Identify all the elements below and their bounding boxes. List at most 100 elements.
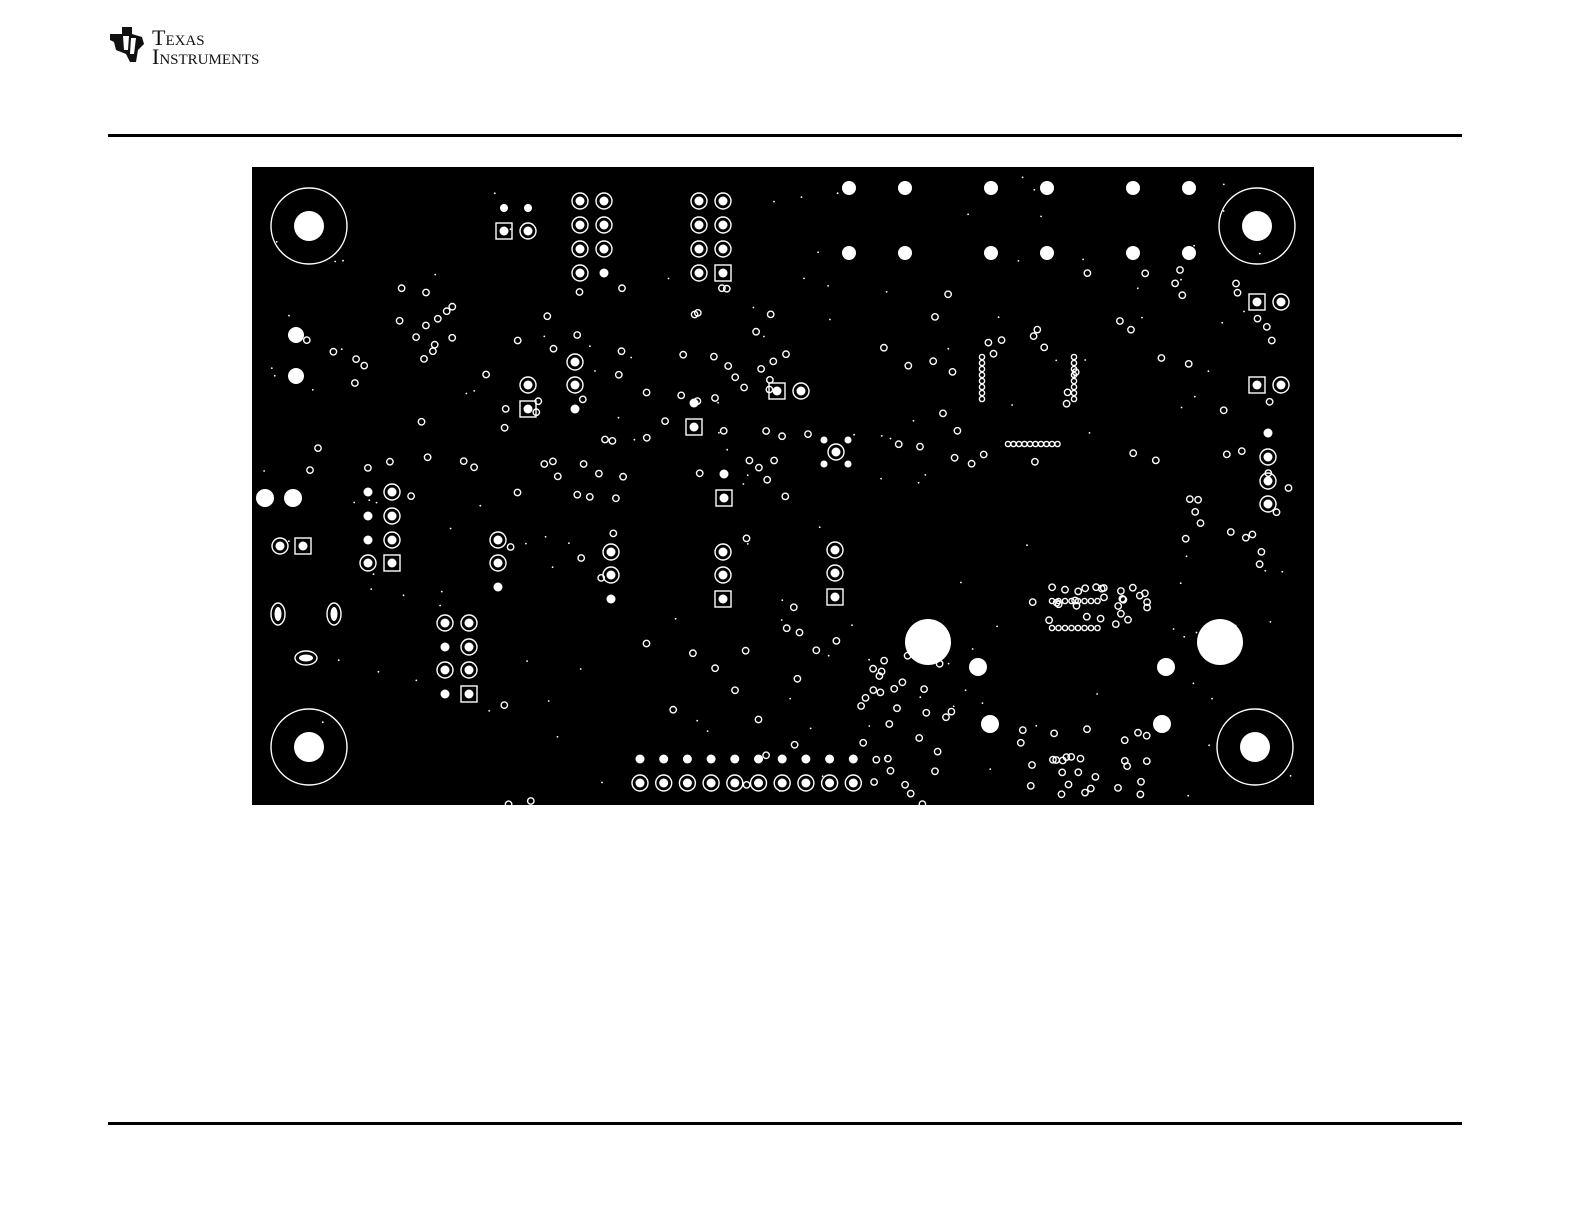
small-via: [951, 455, 957, 461]
small-via: [501, 425, 507, 431]
micro-via: [1223, 210, 1225, 212]
small-via: [919, 801, 925, 805]
micro-via: [851, 624, 853, 626]
pad-center: [1277, 381, 1286, 390]
chain-via: [1038, 441, 1043, 446]
micro-via: [837, 192, 839, 194]
hole: [284, 489, 302, 507]
pad-center: [465, 666, 474, 675]
small-via: [1115, 785, 1121, 791]
chain-via: [1071, 396, 1076, 401]
small-via: [894, 705, 900, 711]
small-via: [873, 757, 879, 763]
pad-center: [524, 381, 533, 390]
pad-center: [388, 536, 397, 545]
pad-center: [600, 221, 609, 230]
small-via: [921, 686, 927, 692]
micro-via: [370, 588, 372, 590]
pad-dot: [441, 643, 450, 652]
micro-via: [696, 720, 698, 722]
small-via: [596, 470, 602, 476]
small-via: [755, 716, 761, 722]
small-via: [1084, 726, 1090, 732]
micro-via: [1055, 360, 1057, 362]
hole: [288, 368, 304, 384]
chain-via: [1011, 441, 1016, 446]
hole: [1182, 181, 1196, 195]
pad-dot: [849, 755, 858, 764]
micro-via: [1082, 259, 1084, 261]
pad-dot: [801, 755, 810, 764]
micro-via: [368, 499, 370, 501]
small-via: [833, 638, 839, 644]
small-via: [1122, 737, 1128, 743]
micro-via: [868, 725, 870, 727]
pad-dot: [1264, 429, 1273, 438]
chain-via: [1049, 625, 1054, 630]
pad-dot: [524, 204, 532, 212]
pad-dot: [730, 755, 739, 764]
micro-via: [1243, 311, 1245, 313]
small-via: [758, 366, 764, 372]
small-via: [361, 362, 367, 368]
micro-via: [353, 502, 355, 504]
hole: [1040, 246, 1054, 260]
pad-center: [465, 619, 474, 628]
micro-via: [1211, 698, 1213, 700]
hole: [288, 327, 304, 343]
chain-via: [1069, 625, 1074, 630]
micro-via: [594, 370, 596, 372]
micro-via: [881, 435, 883, 437]
micro-via: [274, 375, 276, 377]
small-via: [899, 679, 905, 685]
chain-via: [1088, 625, 1093, 630]
micro-via: [1040, 216, 1042, 218]
micro-via: [434, 274, 436, 276]
mounting-hole: [294, 211, 324, 241]
micro-via: [1264, 570, 1266, 572]
micro-via: [543, 336, 545, 338]
micro-via: [1259, 253, 1261, 255]
micro-via: [634, 439, 636, 441]
pad-center: [719, 595, 728, 604]
chain-via: [1071, 384, 1076, 389]
hole: [1126, 246, 1140, 260]
small-via: [1082, 789, 1088, 795]
small-via: [885, 755, 891, 761]
micro-via: [473, 390, 475, 392]
small-via: [1084, 270, 1090, 276]
micro-via: [829, 319, 831, 321]
small-via: [574, 492, 580, 498]
micro-via: [1084, 359, 1086, 361]
micro-via: [1196, 632, 1198, 634]
small-via: [1256, 561, 1262, 567]
small-via: [1049, 584, 1055, 590]
micro-via: [675, 618, 677, 620]
micro-via: [1096, 693, 1098, 695]
micro-via: [924, 474, 926, 476]
micro-via: [763, 336, 765, 338]
pad-dot: [821, 437, 828, 444]
small-via: [746, 457, 752, 463]
pad-dot: [494, 583, 503, 592]
micro-via: [817, 251, 819, 253]
micro-via: [510, 228, 512, 230]
small-via: [1065, 781, 1071, 787]
pad-center: [695, 197, 704, 206]
micro-via: [403, 594, 405, 596]
small-via: [408, 493, 414, 499]
small-via: [763, 752, 769, 758]
hole: [842, 181, 856, 195]
micro-via: [868, 659, 870, 661]
small-via: [858, 703, 864, 709]
chain-via: [1071, 360, 1076, 365]
pad-dot: [364, 536, 373, 545]
small-via: [444, 308, 450, 314]
hole: [256, 489, 274, 507]
small-via: [998, 337, 1004, 343]
small-via: [1233, 280, 1239, 286]
brand-line-2: Instruments: [152, 47, 259, 66]
micro-via: [1193, 245, 1195, 247]
small-via: [712, 665, 718, 671]
micro-via: [373, 573, 375, 575]
